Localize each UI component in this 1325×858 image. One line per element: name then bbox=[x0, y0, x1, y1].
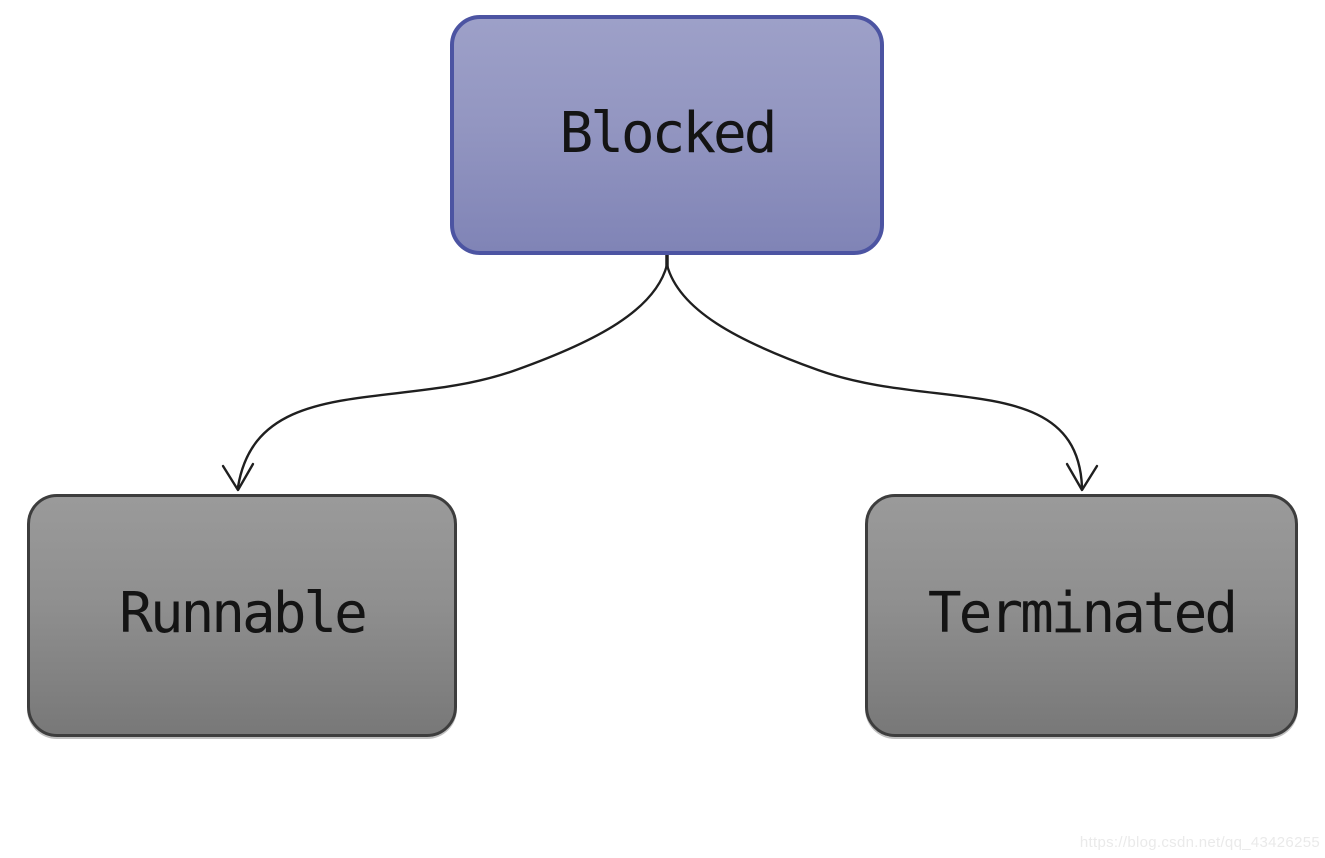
node-blocked-label: Blocked bbox=[559, 100, 777, 166]
node-blocked: Blocked bbox=[450, 15, 884, 255]
watermark-url: https://blog.csdn.net/qq_43426255 bbox=[1079, 834, 1320, 851]
node-terminated: Terminated bbox=[865, 494, 1298, 737]
node-runnable: Runnable bbox=[27, 494, 457, 737]
edge-blocked-to-runnable bbox=[236, 263, 669, 489]
arrowhead-runnable bbox=[221, 462, 255, 492]
edge-blocked-to-terminated bbox=[665, 263, 1084, 489]
node-terminated-label: Terminated bbox=[927, 581, 1238, 646]
arrowhead-terminated bbox=[1065, 462, 1099, 492]
node-runnable-label: Runnable bbox=[119, 581, 368, 646]
